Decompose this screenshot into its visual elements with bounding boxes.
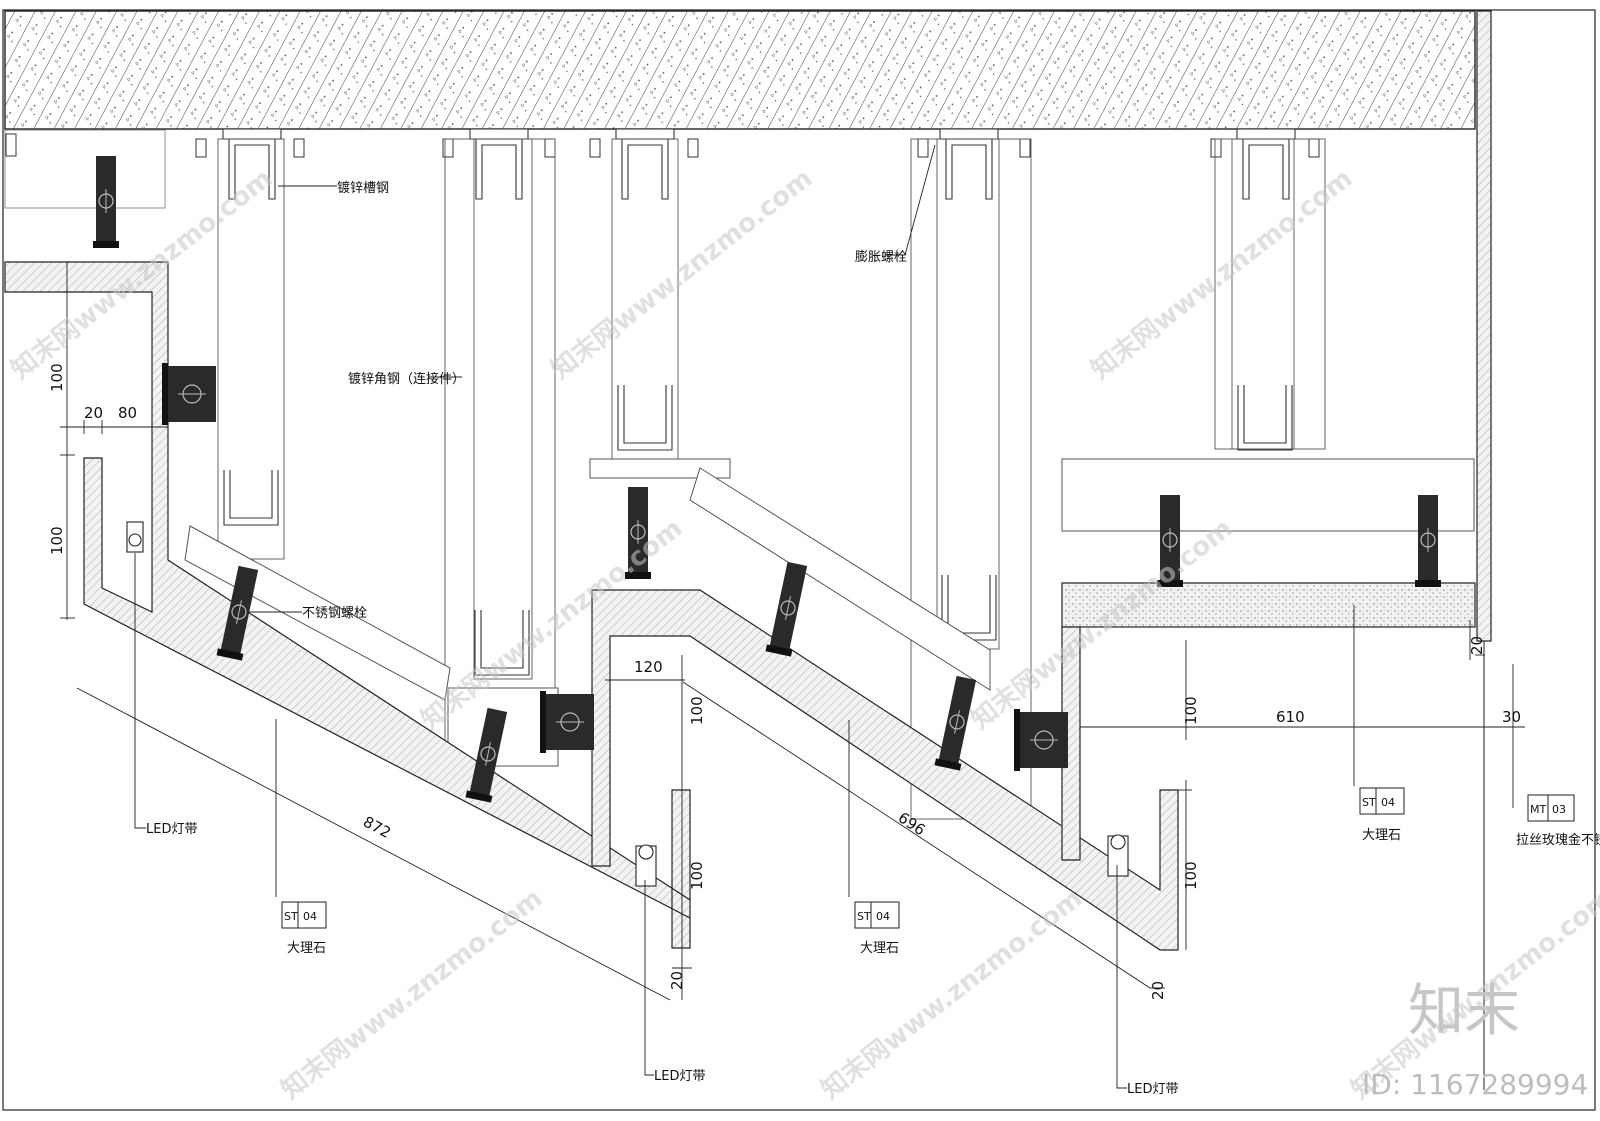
material-tags [281,787,1575,929]
tag-st-num-2: 04 [876,910,890,923]
label-marble-2: 大理石 [860,941,899,956]
watermark-logo: 知末 [1408,979,1520,1044]
dim-30: 30 [1502,708,1521,726]
label-marble-3: 大理石 [1362,828,1401,843]
label-expansion-bolt: 膨胀螺栓 [855,250,907,265]
tag-st-num-3: 04 [1381,796,1395,809]
dim-100-d: 100 [688,861,706,890]
dim-100-c: 100 [688,696,706,725]
dim-100-a: 100 [48,363,66,392]
marble-section-right [1061,582,1476,628]
dim-610: 610 [1276,708,1305,726]
sloped-support-2 [689,467,991,691]
material-tag-text: ST 04 ST 04 ST 04 MT 03 [284,796,1566,923]
label-angle-steel: 镀锌角钢（连接件） [348,371,465,387]
marble-section-right-drop [1061,626,1081,861]
label-marble-1: 大理石 [287,941,326,956]
watermark-id: ID: 1167289994 [1362,1068,1588,1101]
dim-100-f: 100 [1182,696,1200,725]
led-fixtures [126,521,1129,887]
concrete-slab [4,10,1476,130]
tag-st-num-1: 04 [303,910,317,923]
label-channel-steel: 镀锌槽钢 [337,180,389,196]
tag-st-code-2: ST [857,910,871,923]
dimension-lines [60,262,1525,1001]
dim-20-a: 20 [84,404,103,422]
label-led-3: LED灯带 [1127,1082,1178,1097]
tag-st-code-3: ST [1362,796,1376,809]
dim-100-b: 100 [48,526,66,555]
watermark-text-3: 知末网www.znzmo.com [1086,163,1358,385]
dim-80: 80 [118,404,137,422]
marble-section-left [4,261,691,949]
dim-120: 120 [634,658,663,676]
tag-mt-code: MT [1530,803,1546,816]
watermark-text-2: 知末网www.znzmo.com [546,163,818,385]
channel-steel-hangers [222,128,1296,200]
dim-20-b: 20 [668,971,686,990]
angle-cross-1 [589,458,731,479]
dim-696: 696 [895,808,929,839]
label-led-1: LED灯带 [146,822,197,837]
angle-cross-2 [1061,458,1475,532]
channel-steel-bottoms [223,385,1293,676]
right-wall [1476,10,1492,642]
dim-100-e: 100 [1182,861,1200,890]
expansion-bolt-heads [5,133,1320,158]
dim-872: 872 [360,813,394,842]
marble-section-middle [591,589,1179,951]
label-ss-bolt: 不锈钢螺栓 [302,606,367,621]
drawing-frame [2,9,1596,1111]
annotation-labels: 镀锌槽钢 膨胀螺栓 镀锌角钢（连接件） 不锈钢螺栓 LED灯带 LED灯带 LE… [146,180,1600,1097]
label-ss-rose: 拉丝玫瑰金不锈钢 [1516,832,1600,848]
dim-20-c: 20 [1149,981,1167,1000]
leader-lines [134,144,1514,1089]
label-led-2: LED灯带 [654,1069,705,1084]
dim-20-d: 20 [1468,636,1486,655]
tag-st-code-1: ST [284,910,298,923]
tag-mt-num: 03 [1552,803,1566,816]
